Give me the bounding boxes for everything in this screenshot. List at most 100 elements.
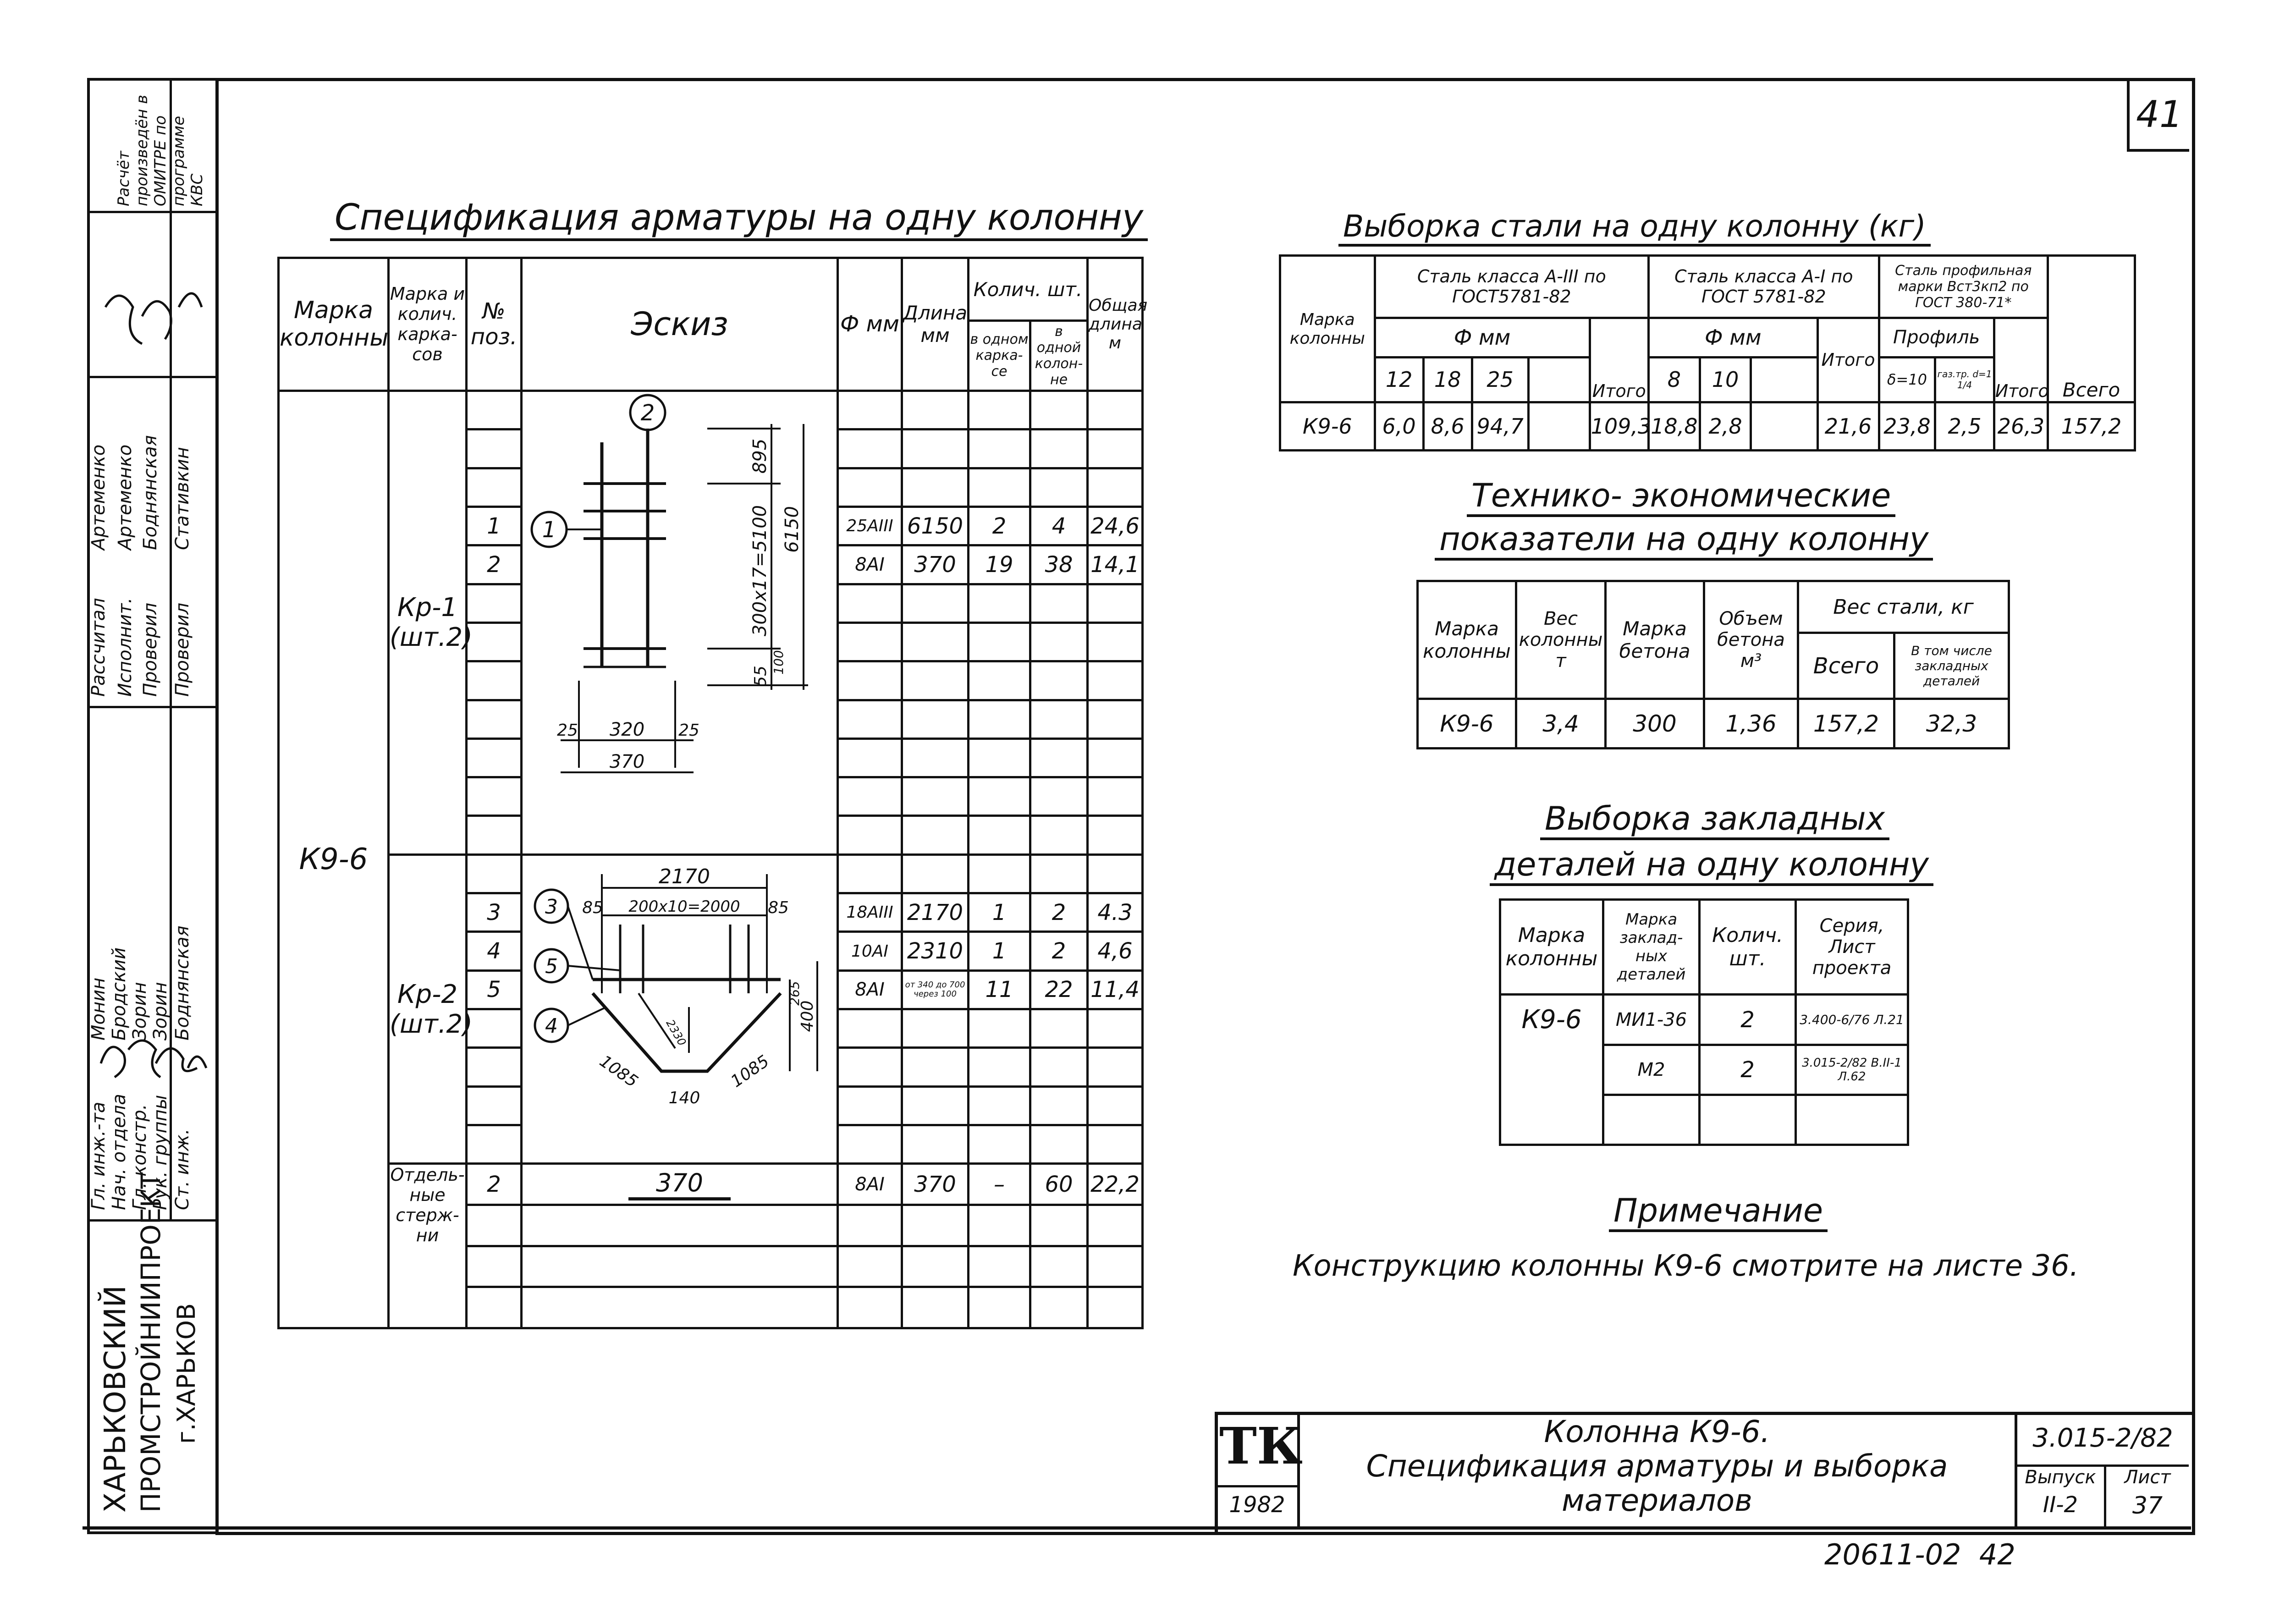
g1-r1-diam: 25АIII xyxy=(837,505,903,547)
sketch1-dim-100: 100 xyxy=(771,650,786,674)
spec-h-mark: Марка колонны xyxy=(277,257,390,392)
embedded-title-1: Выборка закладных xyxy=(1540,800,1890,840)
tb-logo-hline xyxy=(1215,1485,1297,1487)
steel-r-a1tot: 21,6 xyxy=(1816,401,1880,451)
steel-h-mark: Марка колонны xyxy=(1279,254,1376,404)
org-line1: ХАРЬКОВСКИЙ xyxy=(99,1285,132,1513)
tech-title-2: показатели на одну колонну xyxy=(1435,520,1933,561)
g2-r2-diam: 10АI xyxy=(837,930,903,972)
sketch2-cell: 2170 85 200х10=2000 85 265 400 xyxy=(520,853,839,1165)
sketch1-callout-2: 2 xyxy=(640,400,655,426)
sketch1-callout-1: 1 xyxy=(542,517,556,543)
steel-h-dmm2: Ф мм xyxy=(1647,316,1819,358)
note-text: Конструкцию колонны К9-6 смотрите на лис… xyxy=(1293,1249,2079,1283)
tech-h-mark: Марка колонны xyxy=(1416,579,1517,700)
sketch1-dim-895: 895 xyxy=(749,439,771,473)
tech-h-concrete: Марка бетона xyxy=(1604,579,1705,700)
sketch3-dim-370: 370 xyxy=(628,1168,731,1200)
steel-r-pipe: 2,5 xyxy=(1934,401,1995,451)
g1-r2-tot: 14,1 xyxy=(1086,544,1144,585)
tb-right-hline xyxy=(2015,1464,2189,1467)
emb-h-series: Серия, Лист проекта xyxy=(1795,898,1909,996)
tech-table: Марка колонны Вес колонны т Марка бетона… xyxy=(1416,579,2010,749)
tb-right-divider xyxy=(2015,1412,2017,1529)
g1-r1-pos: 1 xyxy=(465,505,523,547)
steel-r-8: 18,8 xyxy=(1647,401,1701,451)
steel-title: Выборка стали на одну колонну (кг) xyxy=(1338,209,1931,247)
spec-h-total: Общая длина м xyxy=(1086,257,1147,392)
g1-r2-q2: 38 xyxy=(1029,544,1089,585)
g2-r1-len: 2170 xyxy=(901,892,969,933)
steel-r-mark: К9-6 xyxy=(1279,401,1376,451)
g2-r1-q2: 2 xyxy=(1029,892,1089,933)
emb-r2-series: 3.015-2/82 В.II-1 Л.62 xyxy=(1795,1043,1909,1096)
spec-h-diam: Ф мм xyxy=(837,257,903,392)
sketch2-dim-1085b: 1085 xyxy=(727,1051,773,1091)
group3-name: Отдель-ные стерж-ни xyxy=(387,1162,468,1329)
column-mark: К9-6 xyxy=(277,389,390,1330)
g1-r1-q2: 4 xyxy=(1029,505,1089,547)
tb-sheet-label: Лист xyxy=(2124,1467,2171,1488)
tech-r-weight: 3,4 xyxy=(1515,698,1607,749)
left-strip-divider-1 xyxy=(170,78,172,1219)
g2-r1-pos: 3 xyxy=(465,892,523,933)
tb-line2: Спецификация арматуры и выборка xyxy=(1366,1448,1948,1484)
spec-h-frame: Марка и колич. карка-сов xyxy=(387,257,468,392)
tech-title-1: Технико- экономические xyxy=(1467,477,1896,517)
g1-r2-pos: 2 xyxy=(465,544,523,585)
sketch2-dim-85b: 85 xyxy=(768,898,789,917)
sketch1: 2 1 895 300х17=5100 6150 100 55 25 320 2… xyxy=(530,394,808,773)
corner-sheet-number: 41 xyxy=(2136,93,2183,136)
steel-r-all: 157,2 xyxy=(2047,401,2136,451)
sketch2-callout-4: 4 xyxy=(545,1014,558,1038)
tech-h-all: Всего xyxy=(1797,632,1895,700)
sketch1-dim-25a: 25 xyxy=(557,721,578,740)
sketch1-dim-6150: 6150 xyxy=(782,506,803,553)
steel-h-a3: Сталь класса А-III по ГОСТ5781-82 xyxy=(1373,254,1650,319)
g2-r3-q1: 11 xyxy=(967,969,1031,1011)
note-title: Примечание xyxy=(1609,1192,1828,1232)
tb-line3: материалов xyxy=(1562,1483,1752,1518)
steel-d-10: 10 xyxy=(1698,356,1752,404)
g2-r1-diam: 18АIII xyxy=(837,892,903,933)
tb-code: 3.015-2/82 xyxy=(2032,1423,2173,1453)
org-line3: г.ХАРЬКОВ xyxy=(172,1303,201,1444)
left-strip-hline-3 xyxy=(87,376,215,378)
steel-d-delta: δ=10 xyxy=(1878,356,1937,404)
tech-h-weight: Вес колонны т xyxy=(1515,579,1607,700)
g2-r3-tot: 11,4 xyxy=(1086,969,1144,1011)
bottom-stamp: 20611-02 42 xyxy=(1824,1538,2015,1571)
tb-issue: II-2 xyxy=(2043,1492,2078,1518)
g1-r2-len: 370 xyxy=(901,544,969,585)
sketch2: 2170 85 200х10=2000 85 265 400 xyxy=(534,865,818,1107)
steel-h-total-a3: Итого xyxy=(1588,316,1650,404)
g3-r1-q2: 60 xyxy=(1029,1162,1089,1206)
g1-r1-len: 6150 xyxy=(901,505,969,547)
tech-r-all: 157,2 xyxy=(1797,698,1895,749)
tb-line1: Колонна К9-6. xyxy=(1544,1414,1770,1449)
spec-h-pos: № поз. xyxy=(465,257,523,392)
spec-h-length: Длина мм xyxy=(901,257,969,392)
corner-sheet-box: 41 xyxy=(2127,80,2189,152)
emb-h-mark: Марка колонны xyxy=(1499,898,1604,996)
title-block xyxy=(1215,1412,2192,1532)
emb-mark: К9-6 xyxy=(1499,993,1604,1146)
sketch2-dim-2000: 200х10=2000 xyxy=(628,897,740,916)
sketch2-dim-140: 140 xyxy=(668,1089,700,1107)
g1-r1-q1: 2 xyxy=(967,505,1031,547)
tb-logo: ТК xyxy=(1219,1416,1303,1475)
emb-r1-det: МИ1-36 xyxy=(1602,993,1701,1046)
sketch1-cell: 2 1 895 300х17=5100 6150 100 55 25 320 2… xyxy=(520,389,839,856)
spec-h-qty-frame: в одном карка-се xyxy=(967,319,1031,392)
steel-d-18: 18 xyxy=(1422,356,1473,404)
emb-h-det: Марка заклад-ных деталей xyxy=(1602,898,1701,996)
steel-h-total-prof: Итого xyxy=(1993,316,2049,404)
g2-r1-tot: 4.3 xyxy=(1086,892,1144,933)
steel-r-18: 8,6 xyxy=(1422,401,1473,451)
bottom-line xyxy=(83,1526,2191,1530)
signatures xyxy=(99,292,208,1079)
sketch1-dim-55: 55 xyxy=(751,666,770,687)
tb-year: 1982 xyxy=(1229,1492,1285,1518)
emb-r2-qty: 2 xyxy=(1698,1043,1797,1096)
sketch1-dim-370: 370 xyxy=(609,751,644,772)
